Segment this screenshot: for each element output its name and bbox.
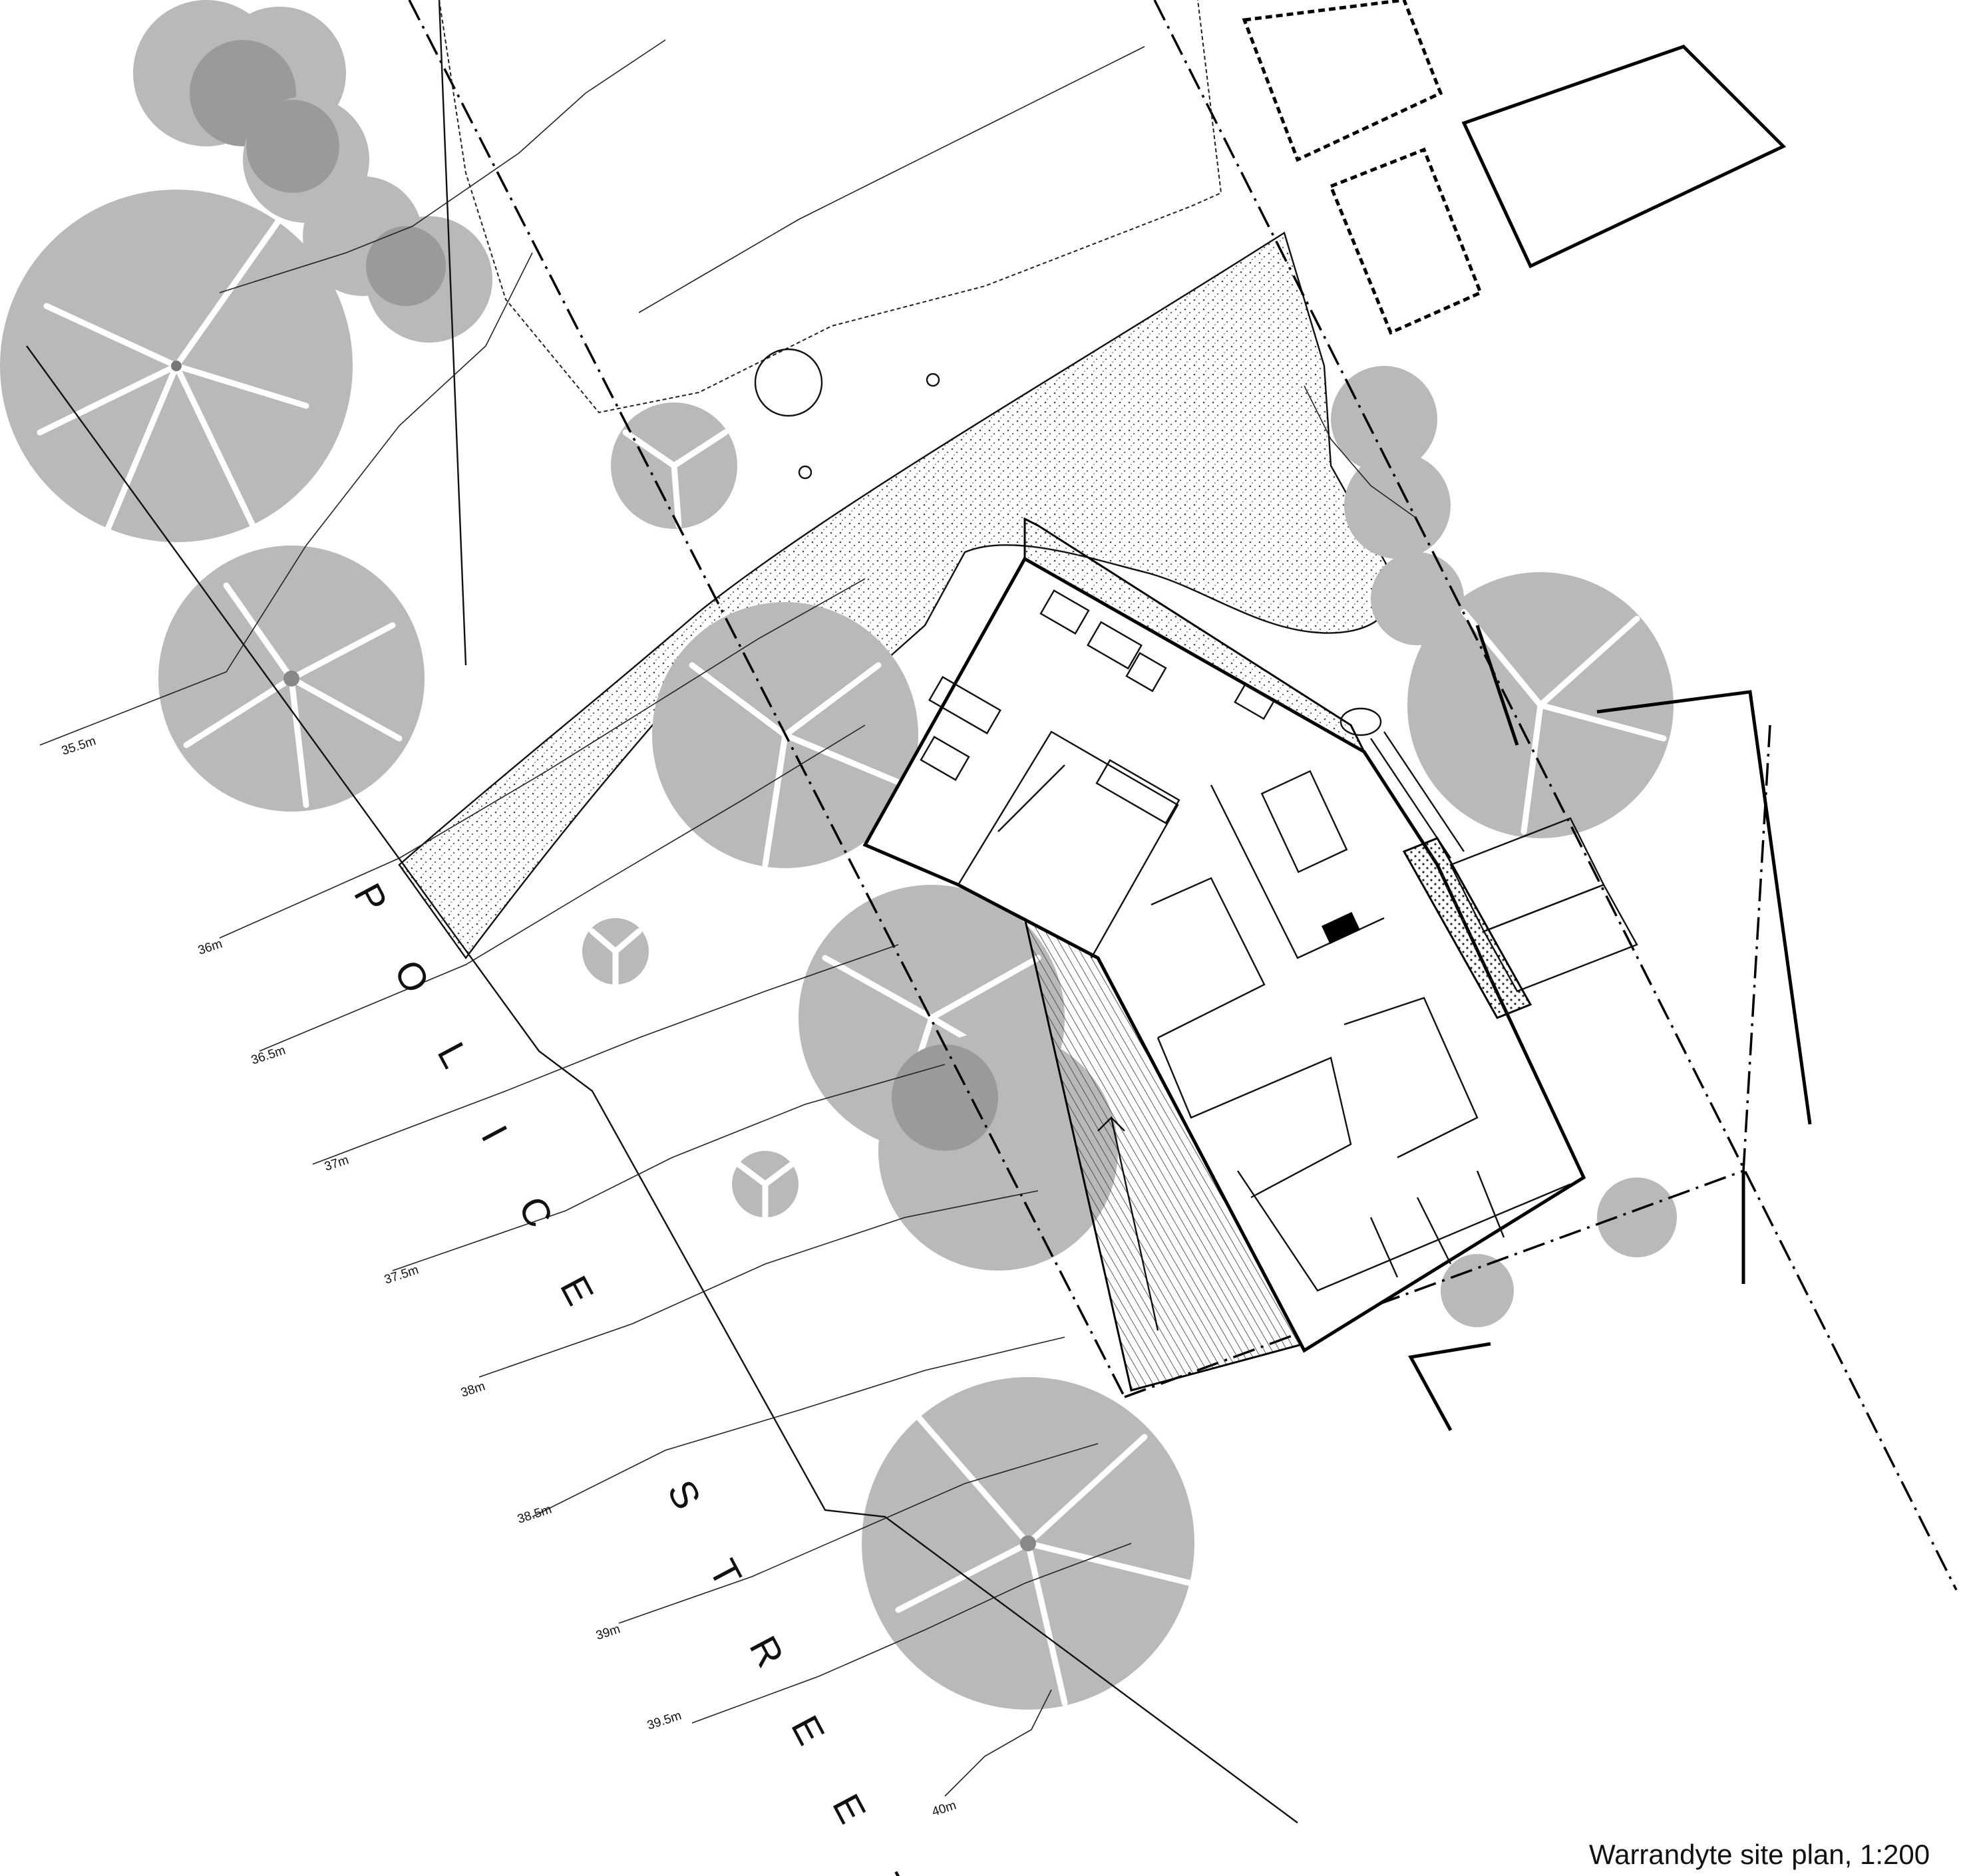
tree bbox=[158, 546, 425, 812]
tree bbox=[1407, 572, 1674, 838]
plan-caption: Warrandyte site plan, 1:200 bbox=[1589, 1839, 1930, 1870]
existing-pit bbox=[926, 373, 940, 387]
contour-label: 36m bbox=[196, 937, 224, 957]
tree bbox=[1441, 1177, 1677, 1327]
street-name-letter: L bbox=[429, 1035, 477, 1076]
contour-label: 39.5m bbox=[645, 1708, 683, 1732]
neighbouring-buildings bbox=[1242, 0, 1787, 335]
water-tank bbox=[1340, 707, 1382, 736]
tree bbox=[582, 918, 649, 988]
street-name-letter: R bbox=[741, 1629, 793, 1675]
roof-overhang bbox=[1023, 517, 1367, 754]
street-name-letter: E bbox=[824, 1787, 874, 1831]
tree bbox=[0, 190, 353, 542]
street-name-letter: T bbox=[701, 1553, 751, 1595]
tree bbox=[611, 402, 737, 529]
existing-pit bbox=[798, 465, 812, 480]
contour-lines bbox=[39, 39, 1418, 1797]
existing-tank bbox=[754, 348, 823, 417]
street-name-letter: C bbox=[510, 1189, 562, 1235]
tree bbox=[732, 1151, 799, 1221]
neighbour-walls bbox=[1408, 625, 1812, 1432]
street-name-letter: E bbox=[783, 1708, 833, 1752]
street-name-letter: T bbox=[866, 1867, 916, 1876]
street-name-letter: P bbox=[345, 877, 396, 921]
contour-label: 39m bbox=[594, 1622, 622, 1642]
building bbox=[862, 517, 1586, 1353]
deck-planters bbox=[1402, 817, 1638, 1019]
neighbour-fence bbox=[439, 0, 1222, 414]
contour-label: 38m bbox=[459, 1379, 487, 1400]
contour-label: 38.5m bbox=[516, 1502, 554, 1526]
contour-label: 35.5m bbox=[60, 734, 98, 758]
tree bbox=[862, 1377, 1194, 1710]
ramp-arrow bbox=[1097, 1116, 1159, 1331]
street-name-letter: S bbox=[659, 1473, 709, 1517]
street-name-letter: O bbox=[385, 953, 439, 1001]
property-boundaries bbox=[408, 0, 1958, 1591]
contour-label: 37.5m bbox=[383, 1263, 421, 1287]
street-edges bbox=[26, 0, 1298, 1823]
contour-label: 37m bbox=[323, 1153, 351, 1173]
tree bbox=[133, 0, 492, 343]
street-name-letter: E bbox=[552, 1269, 602, 1313]
contour-label: 40m bbox=[930, 1798, 958, 1819]
street-name-letter: I bbox=[472, 1119, 516, 1150]
